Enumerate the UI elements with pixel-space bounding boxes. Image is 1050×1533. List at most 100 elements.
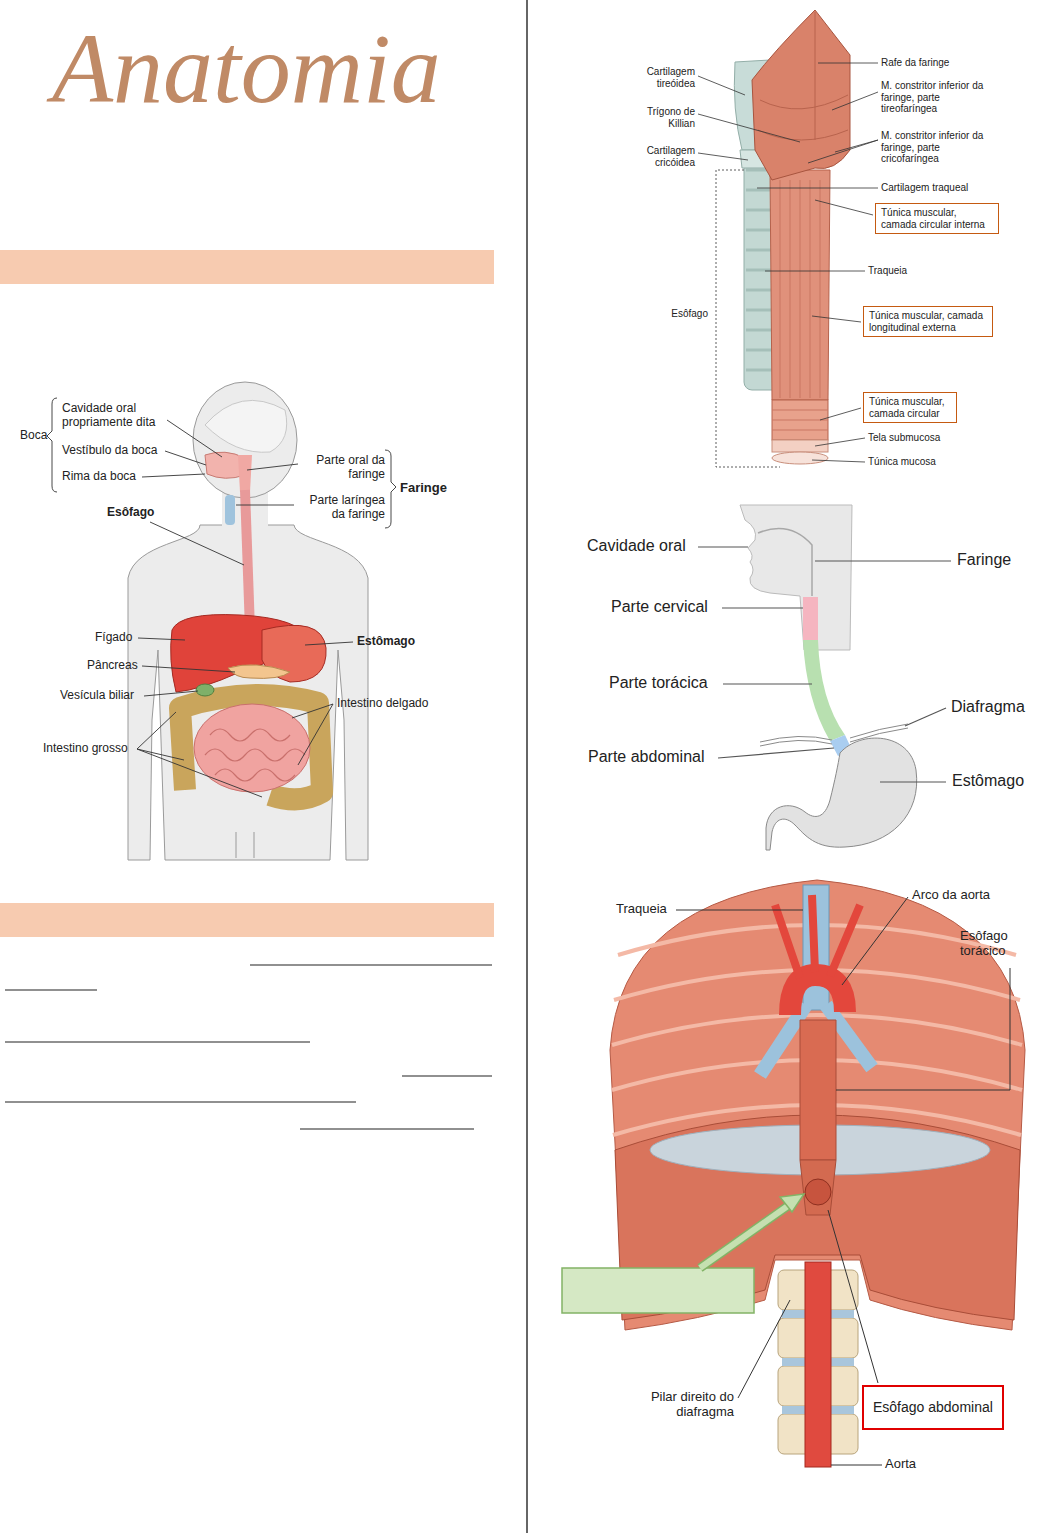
box-text: Esôfago abdominal <box>873 1399 993 1415</box>
brain <box>205 400 287 452</box>
small-intestine-folds <box>205 729 305 781</box>
leader-line <box>723 683 812 684</box>
thorax-figure <box>562 880 1025 1467</box>
head-silhouette <box>740 505 852 650</box>
leader-line <box>722 607 803 608</box>
column-divider <box>526 0 528 1533</box>
leader-line <box>305 642 353 645</box>
leader-line <box>831 1465 882 1466</box>
part-label: Cartilagem traqueal <box>881 182 968 194</box>
pharynx-outline <box>758 529 812 596</box>
leader-line <box>836 968 1010 1090</box>
box-text: Túnica muscular, camada circular <box>869 396 951 419</box>
part-label: Aorta <box>885 1457 916 1472</box>
leader-line <box>165 451 206 465</box>
underline <box>300 1128 474 1129</box>
aorta <box>805 1262 831 1467</box>
leader-line <box>167 420 222 457</box>
pancreas <box>228 665 290 679</box>
underline <box>402 1075 492 1076</box>
leader-line <box>812 460 865 462</box>
part-label: M. constritor inferior da faringe, parte… <box>881 80 993 115</box>
cervical-part <box>803 597 818 640</box>
part-label: Diafragma <box>951 698 1025 716</box>
part-label: Parte oral da faringe <box>300 454 385 482</box>
muscle-fibres <box>758 12 848 140</box>
gallbladder <box>196 684 214 696</box>
aortic-arch <box>790 975 845 1015</box>
thoracic-part <box>803 640 845 741</box>
part-label: Túnica mucosa <box>868 456 936 468</box>
leader-line <box>138 638 185 640</box>
leader-line <box>905 708 946 726</box>
part-label: Pâncreas <box>87 659 138 673</box>
underline <box>5 1041 310 1042</box>
bracket <box>385 450 396 528</box>
leader-line <box>757 188 878 189</box>
callout-arrow-outline <box>700 1203 792 1268</box>
leader-line <box>698 153 748 160</box>
leader-lines <box>47 398 396 797</box>
part-label: Tela submucosa <box>868 432 940 444</box>
part-label: Vesícula biliar <box>60 689 134 703</box>
label-box: Túnica muscular, camada circular interna <box>875 203 999 234</box>
part-label: Intestino grosso <box>43 742 128 756</box>
circular-layer <box>772 400 828 440</box>
larynx <box>225 495 235 525</box>
leader-line <box>765 271 865 272</box>
underline <box>250 964 492 965</box>
part-label: Estômago <box>357 635 415 649</box>
leader-line <box>137 749 262 797</box>
part-label: Parte torácica <box>609 674 708 692</box>
thoracic-esophagus <box>800 1020 836 1160</box>
mucosa <box>772 452 828 464</box>
body-detail <box>236 832 254 858</box>
part-label: Parte laríngea da faringe <box>296 494 385 522</box>
leader-line <box>676 910 803 911</box>
pharynx <box>238 455 252 492</box>
label-box: Túnica muscular, camada longitudinal ext… <box>863 306 993 337</box>
leader-line <box>842 897 908 985</box>
part-label: Rima da boca <box>62 470 136 484</box>
part-label: Esôfago <box>107 506 154 520</box>
leader-line <box>142 666 235 672</box>
leader-line <box>698 114 800 142</box>
part-label: Boca <box>20 429 47 443</box>
part-label: Faringe <box>957 551 1011 569</box>
part-label: Cavidade oral <box>587 537 686 555</box>
leader-line <box>144 691 198 696</box>
leader-line <box>815 200 873 215</box>
part-label: Cavidade oral propriamente dita <box>62 402 177 430</box>
underline <box>5 1101 356 1102</box>
part-label: Traqueia <box>616 902 667 917</box>
submucosa <box>772 440 828 452</box>
leader-lines <box>698 63 878 467</box>
leader-line <box>142 474 205 477</box>
underlines <box>5 965 492 1129</box>
pharyngeal-constrictor <box>752 10 850 180</box>
part-label: Esôfago <box>650 308 708 320</box>
stomach <box>766 738 917 850</box>
circular-fibres <box>772 410 828 430</box>
leader-line <box>738 1300 790 1398</box>
head <box>193 382 297 498</box>
part-label: Estômago <box>952 772 1024 790</box>
leader-line <box>698 546 748 547</box>
leader-line <box>832 92 878 110</box>
part-label: Vestíbulo da boca <box>62 444 157 458</box>
part-label: Fígado <box>95 631 132 645</box>
box-text: Túnica muscular, camada circular interna <box>881 207 993 230</box>
esophagus-wall-figure <box>734 10 850 464</box>
leader-line <box>880 781 946 782</box>
part-label: Parte abdominal <box>588 748 705 766</box>
leader-line <box>298 704 333 765</box>
leader-line <box>137 712 176 749</box>
small-intestine <box>194 704 310 792</box>
leader-line <box>698 76 745 95</box>
part-label: Arco da aorta <box>912 888 990 903</box>
label-box: Túnica muscular, camada circular <box>863 392 957 423</box>
section-band <box>0 903 494 937</box>
leader-line <box>828 1210 878 1383</box>
part-label: Trígono de Killian <box>620 106 695 129</box>
